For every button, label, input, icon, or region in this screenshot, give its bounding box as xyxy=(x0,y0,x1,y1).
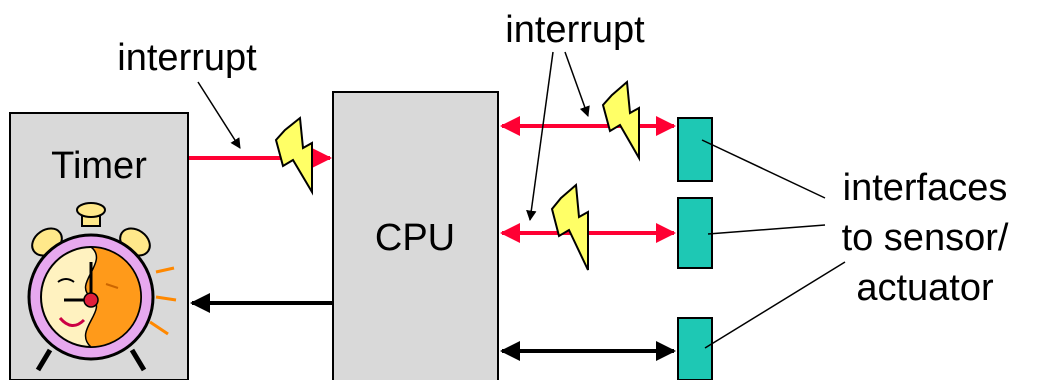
interrupt-right-pointer-2 xyxy=(526,51,554,222)
timer-label: Timer xyxy=(51,145,147,187)
interfaces-pointer-3 xyxy=(704,261,846,349)
interrupt-left-pointer xyxy=(197,81,241,149)
interrupt-label-right: interrupt xyxy=(505,9,645,51)
interfaces-label-line3: actuator xyxy=(856,267,994,309)
interface-box-2 xyxy=(677,197,713,269)
lightning-bolt-icon xyxy=(274,116,313,196)
interface-box-3 xyxy=(677,317,713,380)
interrupt-right-pointer-1 xyxy=(564,51,590,117)
cpu-label: CPU xyxy=(375,217,455,259)
alarm-clock-icon xyxy=(27,202,177,372)
interfaces-pointer-2 xyxy=(707,224,826,235)
lightning-bolt-icon xyxy=(550,182,589,271)
interfaces-label-line2: to sensor/ xyxy=(842,217,1009,259)
interfaces-label-line1: interfaces xyxy=(843,167,1008,209)
interfaces-pointer-1 xyxy=(701,139,826,199)
interface-box-1 xyxy=(677,117,713,182)
cpu-block xyxy=(332,91,499,380)
interrupt-label-left: interrupt xyxy=(117,37,257,79)
lightning-bolt-icon xyxy=(601,79,640,162)
